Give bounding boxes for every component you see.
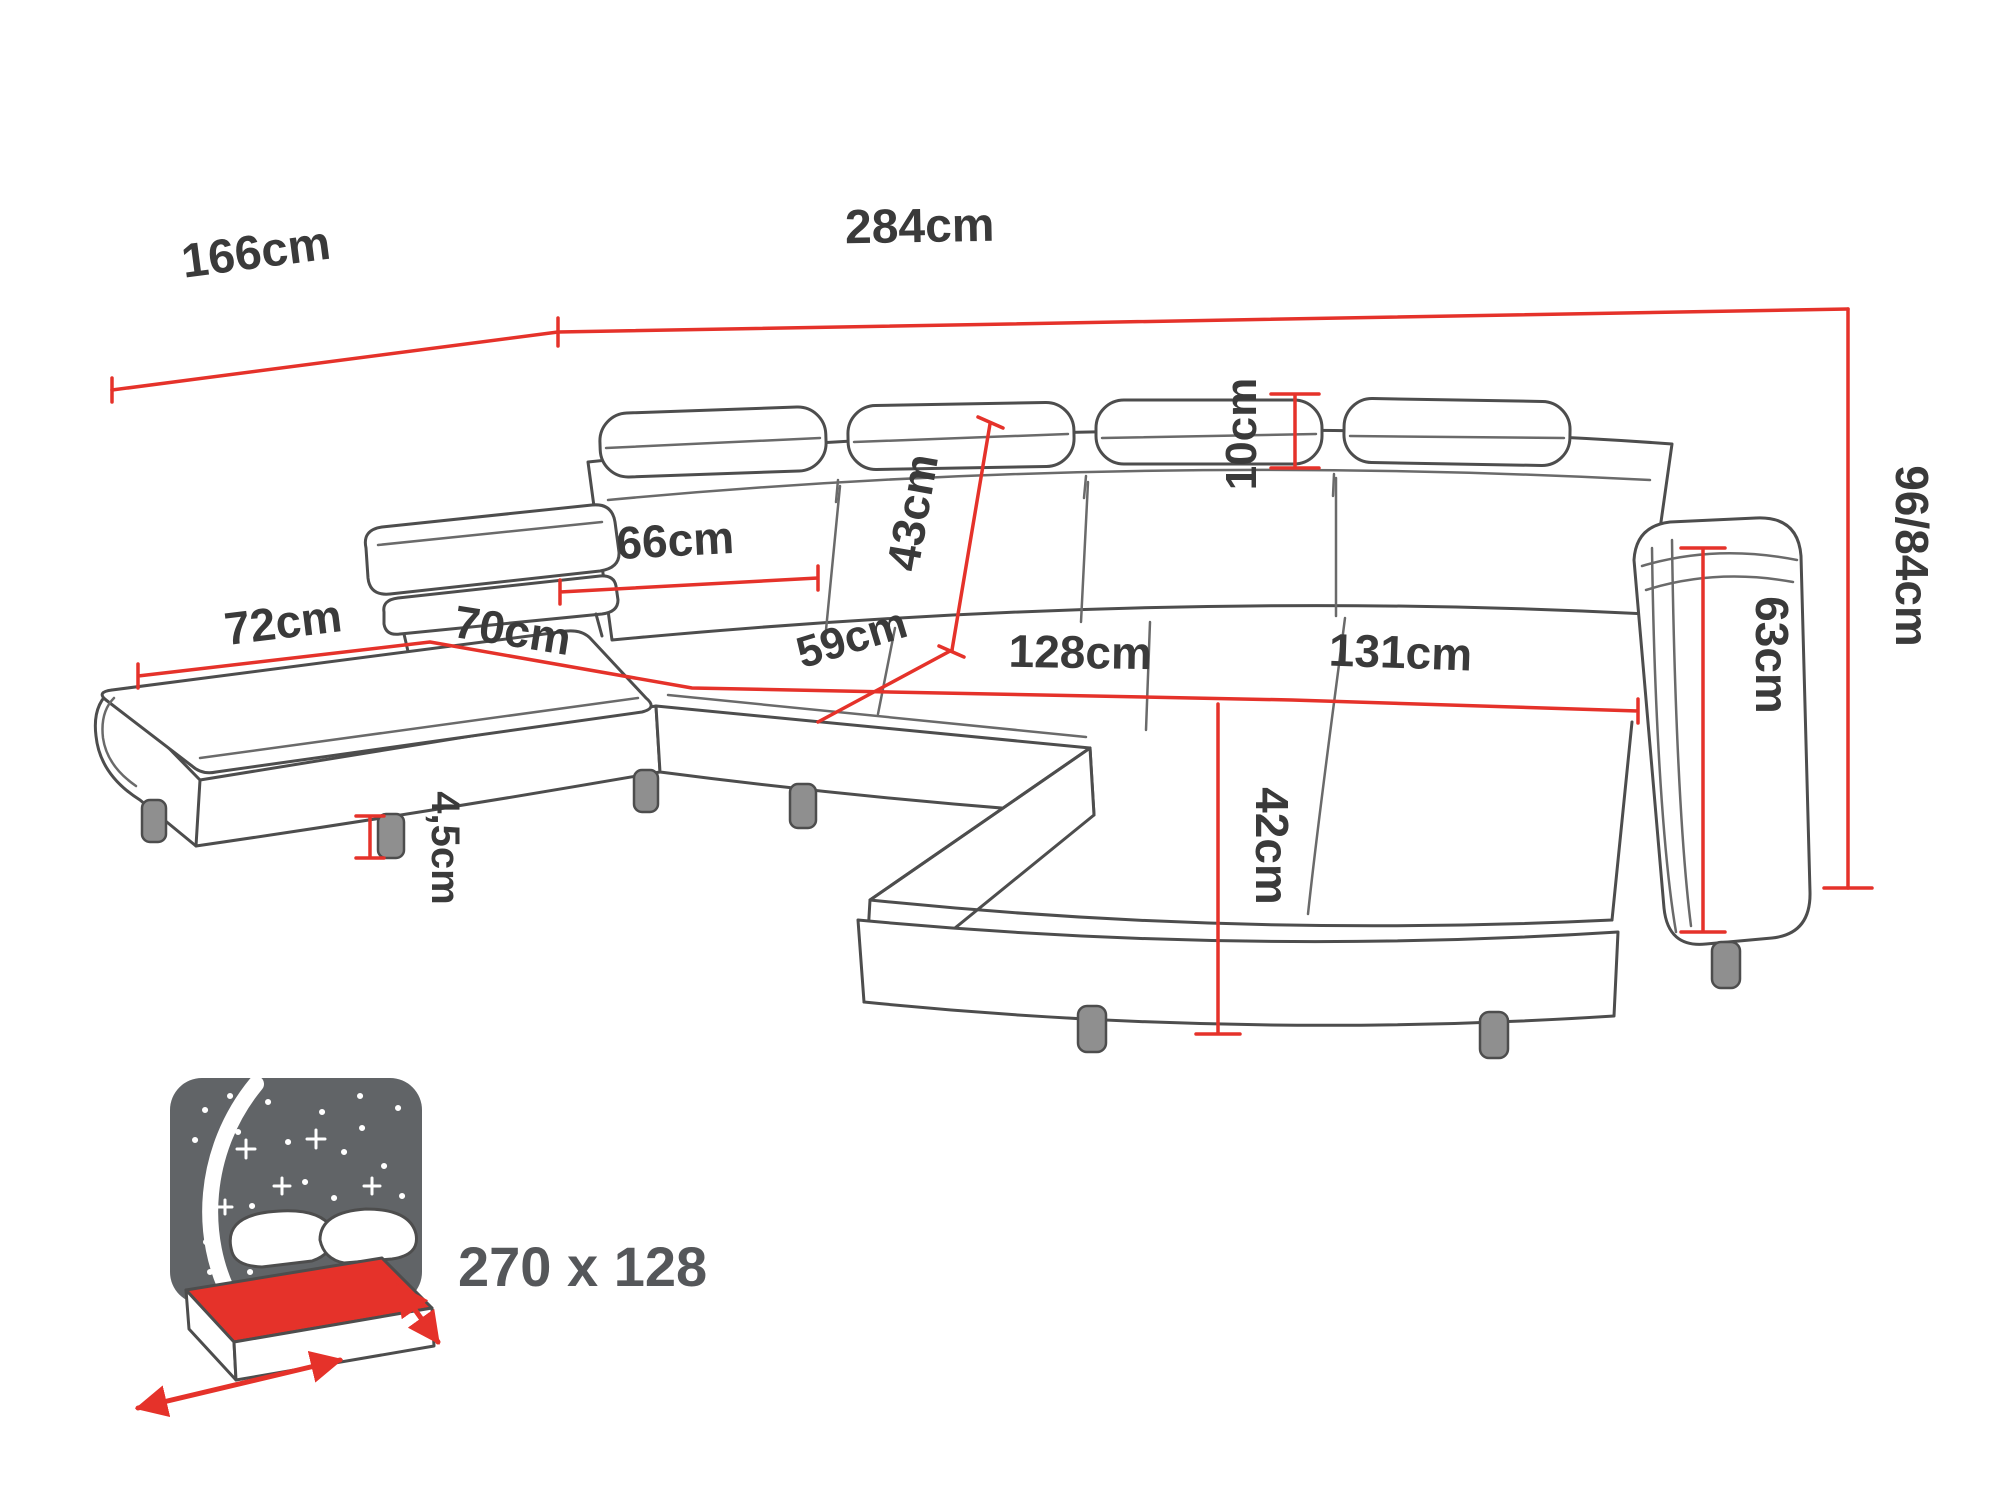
right-chaise — [856, 616, 1634, 1060]
middle-seat-crease — [666, 693, 1088, 739]
dim-line-back-section — [558, 564, 820, 606]
left-armrest-inner-line — [376, 520, 604, 547]
sofa-leg — [1710, 940, 1742, 990]
right-chaise-seat-edges — [868, 720, 1634, 928]
dim-label-leg-height: 4,5cm — [423, 791, 467, 904]
right-chaise-seam — [1306, 616, 1347, 916]
dimension-labels: 166cm 284cm 96/84cm 63cm 10cm 43cm 66cm … — [178, 199, 1938, 905]
right-armrest — [1632, 516, 1812, 990]
crescent-cut — [202, 1076, 264, 1308]
pillow — [318, 1207, 418, 1265]
sofa-leg — [632, 768, 660, 814]
dim-label-left-chaise-width: 72cm — [221, 589, 344, 655]
left-chaise-seat-top — [100, 629, 653, 775]
sofa-leg — [140, 798, 168, 844]
sofa-leg — [788, 782, 818, 830]
dim-label-armrest-height: 63cm — [1746, 596, 1798, 714]
dim-label-total-depth: 166cm — [178, 217, 333, 289]
dim-line-seat-height — [1194, 702, 1242, 1036]
depth-arrow — [395, 1283, 441, 1345]
backrest-crease — [606, 468, 1652, 502]
dim-line-total-depth — [110, 330, 560, 392]
headrest — [846, 401, 1076, 471]
right-chaise-front-face — [856, 918, 1620, 1027]
dim-label-right-chaise: 131cm — [1328, 624, 1473, 681]
left-chaise-crease — [198, 696, 640, 760]
sleeper-icon: 270 x 128 — [134, 1076, 707, 1418]
dim-label-seat-height: 42cm — [1246, 787, 1298, 905]
dim-line-headrest-height — [1269, 392, 1321, 470]
left-chaise — [93, 629, 662, 860]
sleeping-area-label: 270 x 128 — [458, 1235, 707, 1298]
headrest — [1094, 398, 1324, 466]
dim-label-headrest-height: 10cm — [1217, 378, 1266, 491]
backrest-seam — [1079, 480, 1090, 624]
dim-line-armrest-height — [1679, 546, 1727, 934]
headrest — [1342, 397, 1572, 467]
dim-line-leg-height — [354, 814, 386, 860]
right-armrest-body — [1632, 516, 1812, 946]
dim-label-total-height: 96/84cm — [1886, 465, 1938, 647]
headrest-connector — [834, 472, 1336, 504]
left-chaise-corner-edge — [194, 778, 202, 848]
middle-seat-seam — [876, 620, 1152, 732]
backrest-seam — [824, 484, 842, 632]
sofa-leg — [1076, 1004, 1108, 1054]
headrest-seam — [604, 432, 1566, 450]
left-chaise-roll-line — [101, 696, 138, 788]
dim-ticks-outer — [110, 316, 1874, 890]
dim-label-total-width: 284cm — [845, 199, 995, 255]
star-sparkles — [216, 1128, 382, 1216]
headrests — [598, 397, 1572, 504]
right-armrest-roll-lines — [1640, 538, 1799, 934]
width-arrow — [134, 1350, 344, 1418]
dim-label-middle-width: 128cm — [1008, 625, 1152, 679]
dim-line-seat-edges — [136, 640, 1640, 725]
dimension-lines — [110, 307, 1874, 1036]
dim-label-back-section: 66cm — [615, 511, 735, 569]
sofa-outline — [93, 397, 1812, 1060]
pillow — [228, 1209, 335, 1269]
sofa-leg — [376, 812, 406, 860]
dim-line-total-width — [556, 307, 1850, 334]
dim-line-seat-depth — [816, 648, 954, 724]
sofa-leg — [1478, 1010, 1510, 1060]
